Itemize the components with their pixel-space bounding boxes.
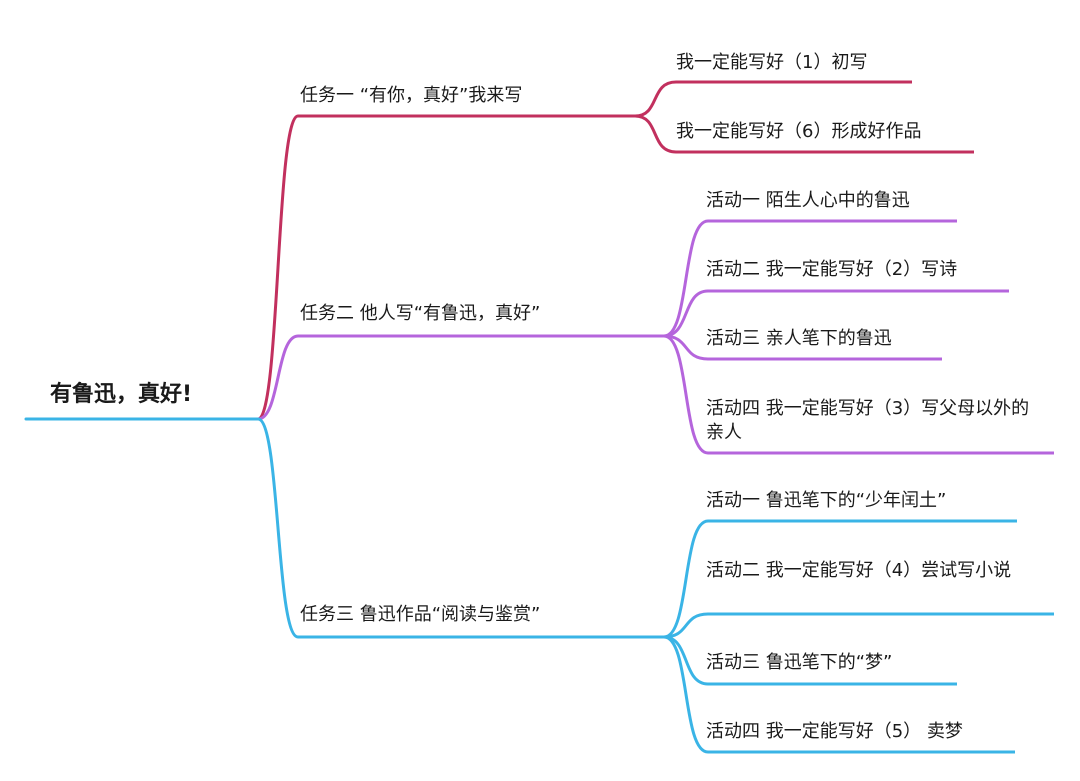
connector-task-3-child-3 (663, 635, 709, 686)
connector-task-3-child-4 (663, 635, 709, 754)
task-1-node[interactable]: 任务一 “有你，真好”我来写 (300, 85, 523, 106)
task-3-child-3[interactable]: 活动三 鲁迅笔下的“梦” (706, 652, 893, 673)
connector-task-3-child-1 (663, 519, 709, 639)
connector-task-1-child-2 (634, 114, 677, 154)
task-1-child-2[interactable]: 我一定能写好（6）形成好作品 (676, 121, 922, 142)
task-2-child-2[interactable]: 活动二 我一定能写好（2）写诗 (706, 259, 958, 280)
connector-task-2-child-1 (663, 219, 709, 338)
task-2-child-3[interactable]: 活动三 亲人笔下的鲁迅 (706, 328, 892, 349)
connector-task-2-child-4 (663, 334, 709, 455)
connector-task-2-child-3 (663, 334, 709, 361)
task-3-node[interactable]: 任务三 鲁迅作品“阅读与鉴赏” (300, 604, 541, 625)
connector-root-task-1 (257, 114, 299, 421)
connector-task-3-child-2 (663, 612, 709, 639)
connector-root-task-3 (257, 417, 299, 639)
connector-root-task-2 (257, 334, 299, 421)
task-3-child-2[interactable]: 活动二 我一定能写好（4）尝试写小说 (706, 560, 1012, 581)
task-1-child-1[interactable]: 我一定能写好（1）初写 (676, 52, 868, 73)
task-2-node[interactable]: 任务二 他人写“有鲁迅，真好” (300, 303, 541, 324)
task-2-child-4[interactable]: 活动四 我一定能写好（3）写父母以外的亲人 (706, 398, 1030, 443)
connector-task-1-child-1 (634, 80, 677, 118)
task-3-child-1[interactable]: 活动一 鲁迅笔下的“少年闰土” (706, 490, 947, 511)
root-node[interactable]: 有鲁迅，真好! (50, 382, 193, 407)
task-2-child-1[interactable]: 活动一 陌生人心中的鲁迅 (706, 190, 910, 211)
task-3-child-4[interactable]: 活动四 我一定能写好（5） 卖梦 (706, 721, 963, 742)
connector-task-2-child-2 (663, 289, 709, 338)
